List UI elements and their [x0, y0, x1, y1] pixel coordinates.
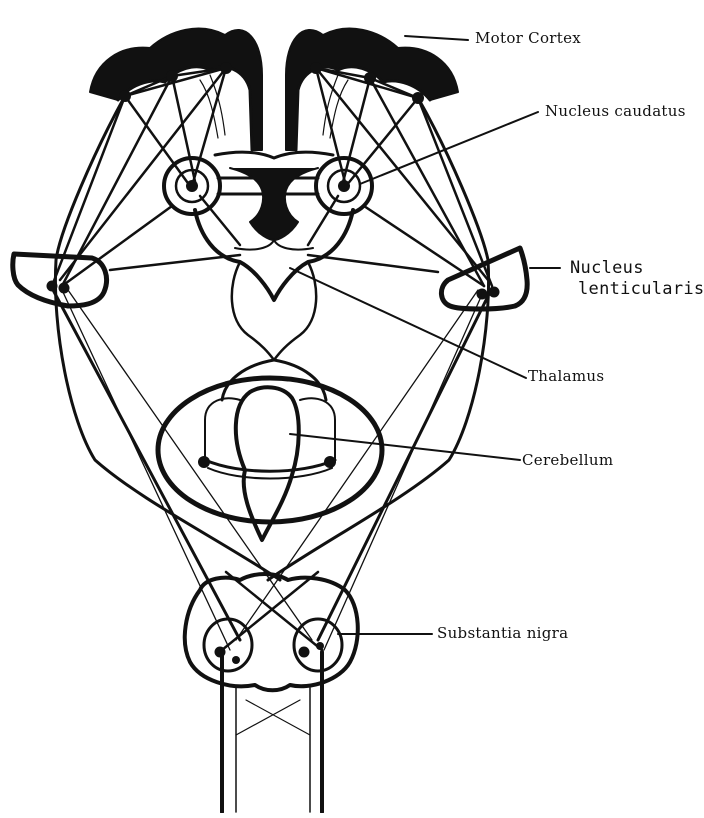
cerebellum-structure [158, 360, 382, 540]
label-nucleus-lenticularis-line2: lenticularis [578, 279, 704, 299]
label-motor-cortex: Motor Cortex [475, 29, 581, 47]
label-nucleus-lenticularis-line1: Nucleus [570, 258, 644, 278]
nucleus-lenticularis-right [441, 248, 527, 309]
label-thalamus: Thalamus [528, 367, 604, 385]
label-cerebellum: Cerebellum [522, 451, 613, 469]
label-nucleus-caudatus: Nucleus caudatus [545, 102, 686, 120]
label-substantia-nigra: Substantia nigra [437, 624, 568, 642]
